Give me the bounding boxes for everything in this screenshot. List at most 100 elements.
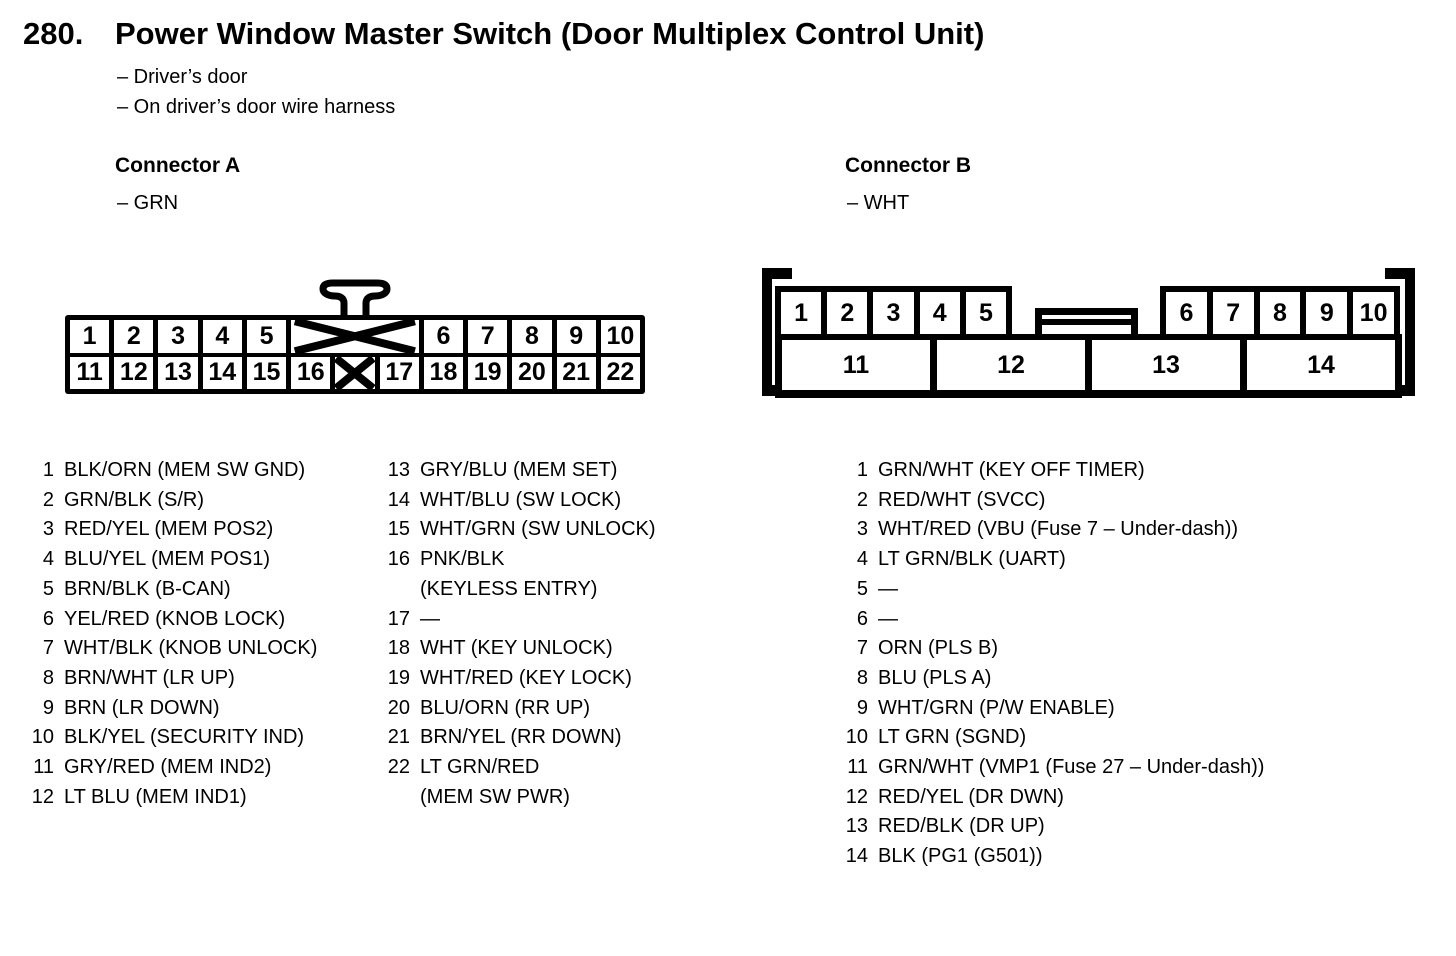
- pin-description-line: BRN/WHT (LR UP): [64, 666, 235, 689]
- pin-description: WHT/GRN (SW UNLOCK): [420, 515, 656, 545]
- pin-description: WHT/BLU (SW LOCK): [420, 486, 621, 516]
- pin-description-line: BLU/ORN (RR UP): [420, 696, 591, 719]
- pin-description: BRN/BLK (B-CAN): [64, 575, 231, 605]
- note-location: – Driver’s door: [117, 66, 248, 88]
- pin-number: 22: [387, 756, 410, 779]
- pin-number: 5: [856, 577, 868, 600]
- pin-cavity-14: 14: [202, 356, 242, 389]
- connector-b-latch-line: [1042, 319, 1131, 325]
- pin-number: 11: [847, 756, 868, 779]
- pin-cavity-17: 17: [379, 356, 419, 389]
- pin-description: BRN (LR DOWN): [64, 694, 220, 724]
- pin-description-line: PNK/BLK: [420, 548, 505, 571]
- pin-number: 10: [845, 726, 868, 749]
- pin-number: 8: [42, 666, 54, 689]
- pin-description-line: BLK/YEL (SECURITY IND): [64, 726, 305, 749]
- pin-number: 8: [856, 666, 868, 689]
- pin-description: ORN (PLS B): [878, 634, 998, 664]
- pin-number: 2: [42, 488, 54, 511]
- pin-description-line: ORN (PLS B): [878, 637, 999, 660]
- pin-cavity-21: 21: [556, 356, 596, 389]
- pin-cavity-11: 11: [70, 356, 110, 389]
- pin-row: 13 RED/BLK (DR UP): [818, 812, 1264, 842]
- pin-number: 1: [42, 459, 54, 481]
- pin-number: 3: [42, 518, 54, 541]
- pin-number: 6: [42, 607, 54, 630]
- pin-description-line: WHT/RED (KEY LOCK): [420, 666, 632, 689]
- pin-description: WHT/RED (KEY LOCK): [420, 664, 632, 694]
- pin-number: 1: [856, 459, 868, 481]
- pin-row: 15 WHT/GRN (SW UNLOCK): [366, 515, 656, 545]
- pin-description-line: LT GRN/RED: [420, 756, 540, 779]
- pin-number: 3: [856, 518, 868, 541]
- pin-description: BLK/ORN (MEM SW GND): [64, 456, 305, 486]
- pin-description: GRY/BLU (MEM SET): [420, 456, 617, 486]
- pin-cavity-13: 13: [1092, 340, 1240, 390]
- pin-row: 14 BLK (PG1 (G501)): [818, 842, 1264, 872]
- pin-cavity-16: 16: [291, 356, 331, 389]
- pin-number: 10: [31, 726, 54, 749]
- pin-cavity-8: 8: [512, 320, 552, 353]
- pin-cavity-9: 9: [556, 320, 596, 353]
- pin-description-line: BRN/YEL (RR DOWN): [420, 726, 622, 749]
- connector-a-color-note: – GRN: [117, 192, 179, 214]
- pin-description: —: [878, 575, 898, 605]
- pin-number: 14: [845, 845, 868, 868]
- pin-description: GRN/BLK (S/R): [64, 486, 204, 516]
- connector-a-heading: Connector A: [115, 154, 241, 177]
- note-harness: – On driver’s door wire harness: [117, 96, 396, 118]
- pin-cavity-19: 19: [468, 356, 508, 389]
- pin-row: 8 BRN/WHT (LR UP): [28, 664, 317, 694]
- pin-description-line: WHT/GRN (P/W ENABLE): [878, 696, 1115, 719]
- connector-b-heading: Connector B: [845, 154, 971, 177]
- pin-description-line: RED/BLK (DR UP): [878, 815, 1045, 838]
- pin-number: 15: [387, 518, 410, 541]
- pin-description: RED/BLK (DR UP): [878, 812, 1045, 842]
- pin-description-line: BRN (LR DOWN): [64, 696, 220, 719]
- pin-cavity-18: 18: [423, 356, 464, 389]
- pin-description-line: GRN/WHT (VMP1 (Fuse 27 – Under-dash)): [878, 756, 1265, 779]
- pin-number: 16: [387, 548, 410, 571]
- pin-cavity-14: 14: [1247, 340, 1395, 390]
- pin-cavity-20: 20: [512, 356, 552, 389]
- pin-description: BLK (PG1 (G501)): [878, 842, 1043, 872]
- pin-description-line: RED/YEL (DR DWN): [878, 785, 1064, 808]
- pin-description-line: —: [878, 577, 898, 600]
- pin-description-line: (MEM SW PWR): [420, 785, 570, 808]
- pin-number: 13: [845, 815, 868, 838]
- pin-number: 9: [42, 696, 54, 719]
- pin-description: GRY/RED (MEM IND2): [64, 753, 271, 783]
- pin-number: 14: [387, 488, 410, 511]
- pin-description-line: GRN/WHT (KEY OFF TIMER): [878, 459, 1145, 481]
- pin-description-line: BLK (PG1 (G501)): [878, 845, 1043, 868]
- pin-cavity-7: 7: [1212, 292, 1254, 334]
- pin-description: BLU/YEL (MEM POS1): [64, 545, 270, 575]
- pin-row: 1 BLK/ORN (MEM SW GND): [28, 456, 317, 486]
- pin-cavity-1: 1: [70, 320, 110, 353]
- pin-row: 22 LT GRN/RED (MEM SW PWR): [366, 753, 656, 812]
- pin-cavity-5: 5: [246, 320, 287, 353]
- pin-row: 10 BLK/YEL (SECURITY IND): [28, 723, 317, 753]
- pin-description-line: —: [420, 607, 440, 630]
